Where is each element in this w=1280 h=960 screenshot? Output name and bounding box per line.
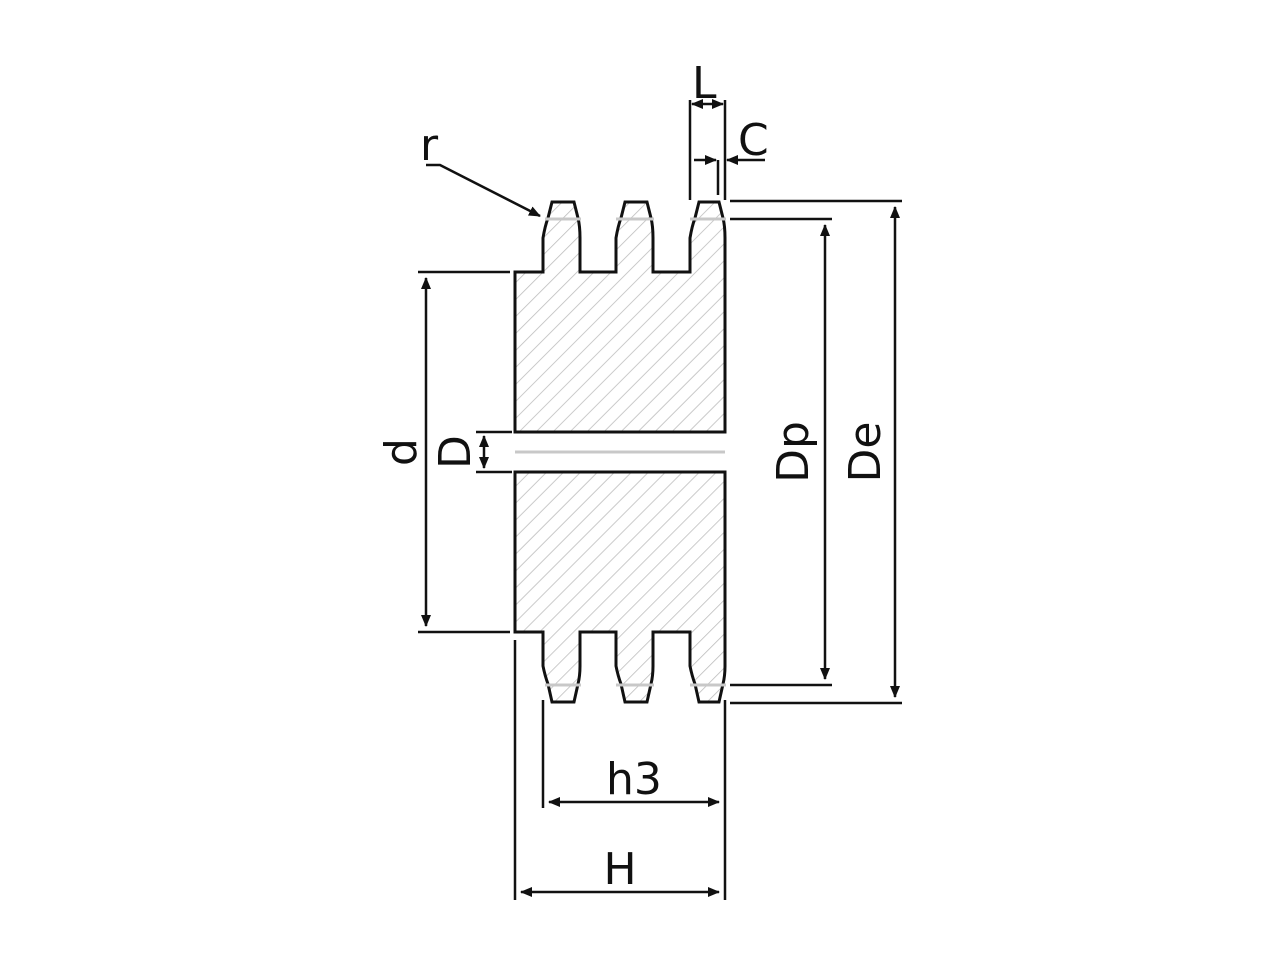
label-d: d (376, 438, 427, 466)
label-C: C (738, 115, 769, 166)
bore (515, 430, 725, 474)
label-De: De (840, 422, 891, 483)
dimension-De: De (730, 199, 902, 705)
dimension-r: r (420, 120, 541, 218)
lower-section (513, 470, 727, 704)
label-L: L (692, 58, 717, 109)
upper-section (513, 200, 727, 434)
label-h3: h3 (606, 754, 662, 805)
label-Dp: Dp (768, 421, 819, 483)
label-r: r (420, 120, 439, 171)
dimension-d: d (376, 270, 510, 634)
pitch-lines (545, 217, 726, 687)
dimension-L: L (688, 58, 727, 200)
label-D: D (430, 435, 481, 469)
dimension-D: D (430, 430, 512, 474)
dimension-H: H (513, 640, 720, 900)
dimension-h3: h3 (541, 700, 727, 900)
dimension-C: C (694, 115, 769, 195)
label-H: H (603, 844, 636, 895)
dimension-Dp: Dp (730, 217, 832, 687)
